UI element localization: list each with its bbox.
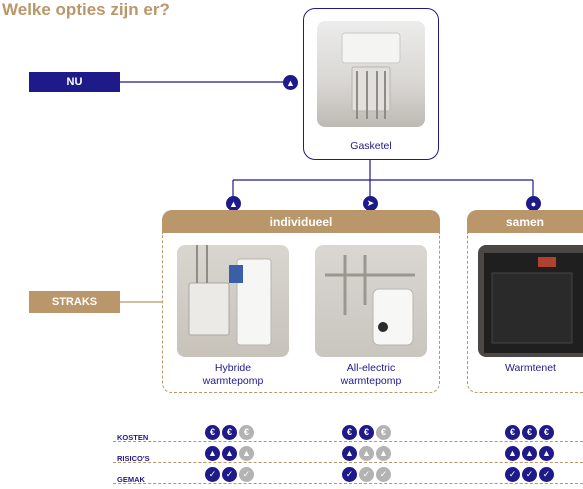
rating-row-risicos	[113, 461, 583, 463]
current-option-card: Gasketel	[303, 8, 439, 160]
hybride-photo	[177, 245, 289, 357]
lightning-icon: ➤	[363, 196, 378, 211]
rating-kosten-symbol: €	[239, 425, 254, 440]
rating-risicos-symbol: ▲	[522, 446, 537, 461]
boiler-illustration	[341, 32, 401, 119]
rating-risicos-symbol: ▲	[342, 446, 357, 461]
rating-gemak-symbol: ✓	[342, 467, 357, 482]
group-individueel-header: individueel	[162, 210, 440, 233]
rating-kosten-symbol: €	[522, 425, 537, 440]
warmtenet-photo	[478, 245, 583, 357]
all-electric-illustration	[325, 255, 415, 346]
hybride-caption-line1: Hybride	[214, 362, 252, 374]
all-electric-caption: All-electric warmtepomp	[315, 362, 427, 388]
heat-network-icon: ●	[526, 196, 541, 211]
gasketel-caption: Gasketel	[350, 140, 392, 152]
rating-gemak-symbol: ✓	[222, 467, 237, 482]
rating-kosten-symbol: €	[539, 425, 554, 440]
rating-label-risicos: RISICO'S	[117, 454, 150, 463]
all-electric-caption-line1: All-electric	[346, 362, 396, 374]
rating-label-kosten: KOSTEN	[117, 433, 149, 442]
rating-kosten-symbol: €	[205, 425, 220, 440]
rating-gemak-symbol: ✓	[205, 467, 220, 482]
rating-risicos-symbol: ▲	[539, 446, 554, 461]
rating-risicos-symbol: ▲	[239, 446, 254, 461]
straks-label: STRAKS	[29, 291, 120, 313]
rating-gemak-symbol: ✓	[505, 467, 520, 482]
rating-gemak-symbol: ✓	[376, 467, 391, 482]
warmtenet-caption-line1: Warmtenet	[505, 362, 556, 374]
nu-label: NU	[29, 72, 120, 92]
group-samen-header: samen	[467, 210, 583, 233]
rating-kosten-symbol: €	[342, 425, 357, 440]
hybride-caption-line2: warmtepomp	[202, 375, 264, 387]
rating-risicos-symbol: ▲	[205, 446, 220, 461]
warmtenet-illustration	[484, 253, 583, 353]
flame-icon: ▲	[283, 75, 298, 90]
rating-kosten-symbol: €	[222, 425, 237, 440]
group-individueel-body	[162, 233, 440, 393]
rating-risicos-symbol: ▲	[222, 446, 237, 461]
all-electric-caption-line2: warmtepomp	[340, 375, 402, 387]
group-samen-body	[467, 233, 583, 393]
rating-gemak-symbol: ✓	[359, 467, 374, 482]
rating-label-gemak: GEMAK	[117, 475, 145, 484]
rating-risicos-symbol: ▲	[505, 446, 520, 461]
rating-row-gemak	[113, 482, 583, 484]
rating-kosten-symbol: €	[359, 425, 374, 440]
rating-row-kosten	[113, 440, 583, 442]
rating-risicos-symbol: ▲	[359, 446, 374, 461]
page-title: Welke opties zijn er?	[2, 0, 170, 19]
hybride-illustration	[188, 245, 272, 346]
rating-gemak-symbol: ✓	[539, 467, 554, 482]
flame-lightning-icon: ▲	[226, 196, 241, 211]
rating-gemak-symbol: ✓	[522, 467, 537, 482]
rating-kosten-symbol: €	[376, 425, 391, 440]
rating-risicos-symbol: ▲	[376, 446, 391, 461]
rating-gemak-symbol: ✓	[239, 467, 254, 482]
rating-kosten-symbol: €	[505, 425, 520, 440]
all-electric-photo	[315, 245, 427, 357]
gasketel-photo	[317, 21, 425, 127]
hybride-caption: Hybride warmtepomp	[177, 362, 289, 388]
warmtenet-caption: Warmtenet	[478, 362, 583, 375]
